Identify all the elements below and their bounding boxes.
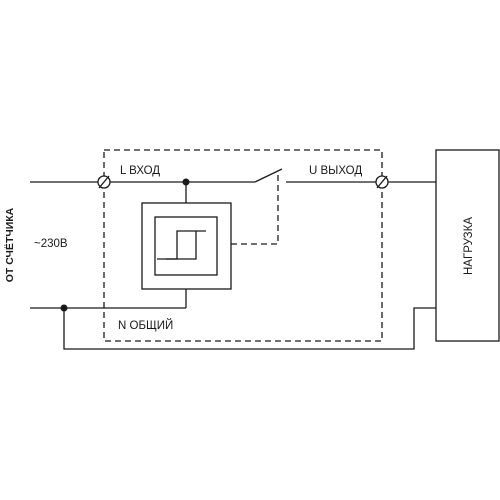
- relay-contact-blade: [254, 168, 283, 183]
- load-box: [435, 149, 500, 342]
- hysteresis-symbol-frame: [154, 216, 218, 276]
- neutral-load-wire: [63, 307, 436, 350]
- input-terminal-icon: [97, 175, 111, 189]
- hysteresis-icon: [157, 230, 206, 260]
- label-load: НАГРУЗКА: [463, 217, 475, 275]
- output-terminal-icon: [375, 175, 389, 189]
- label-n-common: N ОБЩИЙ: [118, 319, 173, 332]
- label-source: ОТ СЧЁТЧИКА: [3, 207, 16, 282]
- device-housing-outline: [103, 149, 383, 342]
- label-voltage: ~230В: [34, 238, 68, 250]
- label-u-output: U ВЫХОД: [309, 165, 362, 177]
- label-l-input: L ВХОД: [120, 165, 160, 177]
- relay-control-linkage: [231, 175, 279, 245]
